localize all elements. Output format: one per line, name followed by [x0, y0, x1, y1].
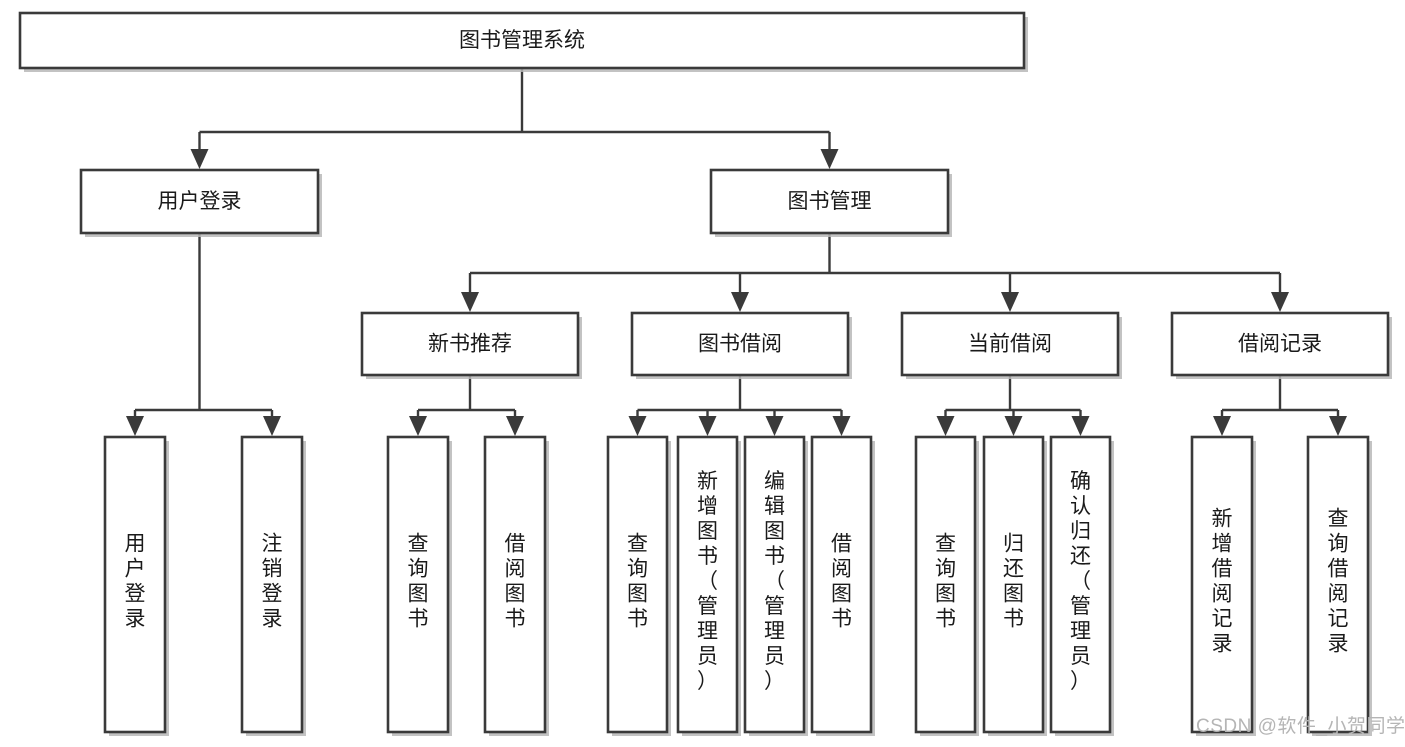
node-l3-当前借阅[interactable]: 当前借阅 [900, 311, 1122, 379]
node-rect[interactable] [743, 435, 806, 734]
arrow-head-icon [1004, 416, 1023, 436]
node-l2-图书管理[interactable]: 图书管理 [709, 168, 952, 237]
node-rect[interactable] [240, 435, 304, 734]
node-l2-用户登录[interactable]: 用户登录 [79, 168, 322, 237]
arrow-head-icon [190, 149, 209, 169]
watermark-layer: CSDN @软件_小贺同学 [1196, 715, 1405, 737]
node-leaf-查询图书[interactable]: 查询图书 [606, 435, 671, 736]
node-rect[interactable] [676, 435, 739, 734]
csdn-watermark: CSDN @软件_小贺同学 [1196, 715, 1405, 737]
node-rect[interactable] [606, 435, 669, 734]
node-rect[interactable] [79, 168, 320, 235]
node-label: 新增借阅记录 [1212, 508, 1233, 656]
node-label: 归还图书 [1003, 533, 1024, 631]
node-rect[interactable] [1049, 435, 1112, 734]
node-leaf-新增图书管理员[interactable]: 新增图书（管理员） [676, 435, 741, 736]
node-leaf-查询借阅记录[interactable]: 查询借阅记录 [1306, 435, 1372, 736]
node-rect[interactable] [914, 435, 977, 734]
node-label: 查询图书 [935, 533, 956, 631]
node-rect[interactable] [1170, 311, 1390, 377]
node-label: 确认归还（管理员） [1070, 470, 1091, 693]
node-rect[interactable] [1306, 435, 1370, 734]
node-leaf-编辑图书管理员[interactable]: 编辑图书（管理员） [743, 435, 808, 736]
node-label: 查询借阅记录 [1328, 508, 1349, 656]
node-l3-借阅记录[interactable]: 借阅记录 [1170, 311, 1392, 379]
arrow-head-icon [765, 416, 784, 436]
node-rect[interactable] [386, 435, 450, 734]
arrow-head-icon [409, 416, 427, 436]
arrow-head-icon [1213, 416, 1231, 436]
node-leaf-新增借阅记录[interactable]: 新增借阅记录 [1190, 435, 1256, 736]
node-leaf-确认归还管理员[interactable]: 确认归还（管理员） [1049, 435, 1114, 736]
node-label: 当前借阅 [968, 333, 1052, 356]
node-root-图书管理系统[interactable]: 图书管理系统 [18, 11, 1028, 72]
node-rect[interactable] [483, 435, 547, 734]
node-label: 图书管理系统 [459, 29, 585, 52]
node-label: 图书借阅 [698, 333, 782, 356]
arrow-head-icon [731, 292, 749, 312]
arrow-head-icon [936, 416, 955, 436]
node-leaf-查询图书[interactable]: 查询图书 [914, 435, 979, 736]
arrow-head-icon [506, 416, 524, 436]
node-label: 查询图书 [627, 533, 648, 631]
node-label: 编辑图书（管理员） [764, 470, 785, 693]
node-label: 用户登录 [125, 533, 146, 631]
node-label: 查询图书 [408, 533, 429, 631]
node-rect[interactable] [103, 435, 167, 734]
node-label: 新书推荐 [428, 333, 512, 356]
arrow-head-icon [1071, 416, 1090, 436]
arrow-head-icon [832, 416, 851, 436]
arrow-head-icon [820, 149, 839, 169]
node-leaf-归还图书[interactable]: 归还图书 [982, 435, 1047, 736]
node-rect[interactable] [1190, 435, 1254, 734]
nodes-layer: 图书管理系统用户登录图书管理新书推荐图书借阅当前借阅借阅记录用户登录注销登录查询… [18, 11, 1392, 736]
node-label: 用户登录 [158, 190, 242, 213]
node-leaf-查询图书[interactable]: 查询图书 [386, 435, 452, 736]
arrow-head-icon [1271, 292, 1289, 312]
node-label: 借阅图书 [831, 533, 852, 631]
node-rect[interactable] [900, 311, 1120, 377]
node-leaf-借阅图书[interactable]: 借阅图书 [810, 435, 875, 736]
node-leaf-借阅图书[interactable]: 借阅图书 [483, 435, 549, 736]
arrow-head-icon [698, 416, 717, 436]
arrow-head-icon [126, 416, 144, 436]
arrow-head-icon [1001, 292, 1019, 312]
node-rect[interactable] [630, 311, 850, 377]
arrow-head-icon [263, 416, 281, 436]
node-l3-图书借阅[interactable]: 图书借阅 [630, 311, 852, 379]
node-rect[interactable] [360, 311, 580, 377]
arrow-head-icon [628, 416, 647, 436]
arrow-head-icon [1329, 416, 1347, 436]
arrow-head-icon [461, 292, 479, 312]
node-label: 借阅图书 [505, 533, 526, 631]
node-leaf-注销登录[interactable]: 注销登录 [240, 435, 306, 736]
node-rect[interactable] [18, 11, 1026, 70]
node-rect[interactable] [709, 168, 950, 235]
node-label: 注销登录 [262, 533, 283, 631]
node-label: 图书管理 [788, 190, 872, 213]
node-l3-新书推荐[interactable]: 新书推荐 [360, 311, 582, 379]
node-label: 新增图书（管理员） [697, 470, 718, 693]
node-rect[interactable] [982, 435, 1045, 734]
node-label: 借阅记录 [1238, 333, 1322, 356]
node-rect[interactable] [810, 435, 873, 734]
node-leaf-用户登录[interactable]: 用户登录 [103, 435, 169, 736]
connectors-layer [126, 68, 1347, 436]
